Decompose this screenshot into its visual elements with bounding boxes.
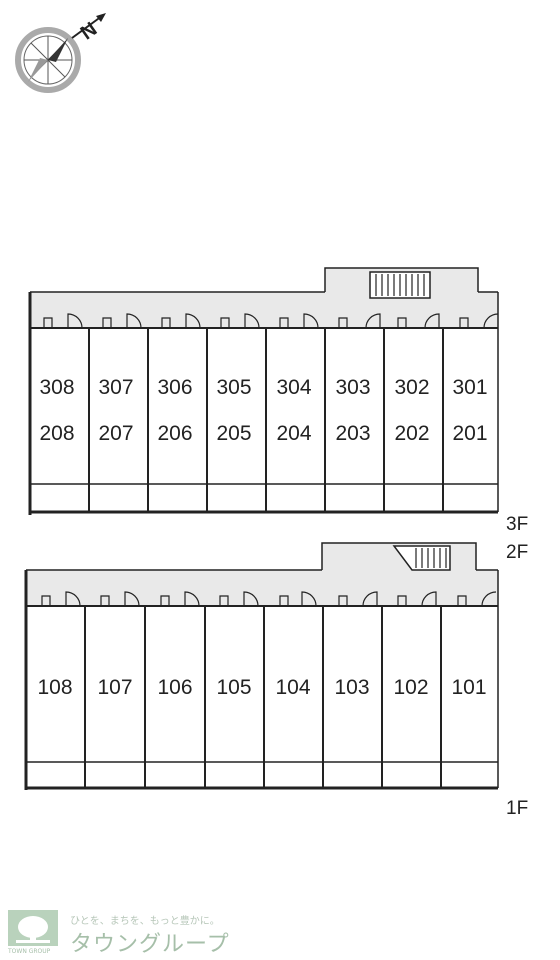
room-label: 303 bbox=[335, 376, 370, 399]
room-label: 101 bbox=[451, 676, 486, 699]
room-label: 304 bbox=[276, 376, 311, 399]
door-icons bbox=[43, 313, 499, 329]
stairs-icon bbox=[392, 545, 451, 571]
room-label: 105 bbox=[216, 676, 251, 699]
room-label: 207 bbox=[98, 422, 133, 445]
ground-floor-block: 108 107 106 105 104 103 102 101 1F bbox=[24, 542, 528, 819]
room-label: 302 bbox=[394, 376, 429, 399]
room-label: 305 bbox=[216, 376, 251, 399]
room-label: 308 bbox=[39, 376, 74, 399]
floor-label-3f: 3F bbox=[506, 514, 528, 535]
door-icons bbox=[41, 591, 497, 607]
room-label: 206 bbox=[157, 422, 192, 445]
floor-label-1f: 1F bbox=[506, 798, 528, 819]
room-label: 203 bbox=[335, 422, 370, 445]
room-label: 108 bbox=[37, 676, 72, 699]
tree-logo-icon bbox=[8, 910, 58, 946]
room-label: 205 bbox=[216, 422, 251, 445]
stairs-icon bbox=[369, 271, 431, 299]
floor-label-2f: 2F bbox=[506, 542, 528, 563]
logo-tagline: ひとを、まちを、もっと豊かに。 bbox=[70, 916, 220, 927]
room-label: 106 bbox=[157, 676, 192, 699]
room-label: 103 bbox=[334, 676, 369, 699]
room-label: 201 bbox=[452, 422, 487, 445]
room-label: 104 bbox=[275, 676, 310, 699]
room-label: 306 bbox=[157, 376, 192, 399]
logo-name: タウングループ bbox=[70, 932, 230, 957]
room-label: 102 bbox=[393, 676, 428, 699]
compass-icon: N bbox=[15, 13, 106, 93]
room-label: 204 bbox=[276, 422, 311, 445]
logo-small-text: TOWN GROUP bbox=[8, 948, 51, 955]
upper-floor-block: 308 208 307 207 306 206 305 205 304 204 … bbox=[28, 267, 528, 563]
room-label: 208 bbox=[39, 422, 74, 445]
room-label: 107 bbox=[97, 676, 132, 699]
room-label: 307 bbox=[98, 376, 133, 399]
room-label: 301 bbox=[452, 376, 487, 399]
company-logo: ひとを、まちを、もっと豊かに。 タウングループ TOWN GROUP bbox=[8, 910, 268, 957]
room-label: 202 bbox=[394, 422, 429, 445]
